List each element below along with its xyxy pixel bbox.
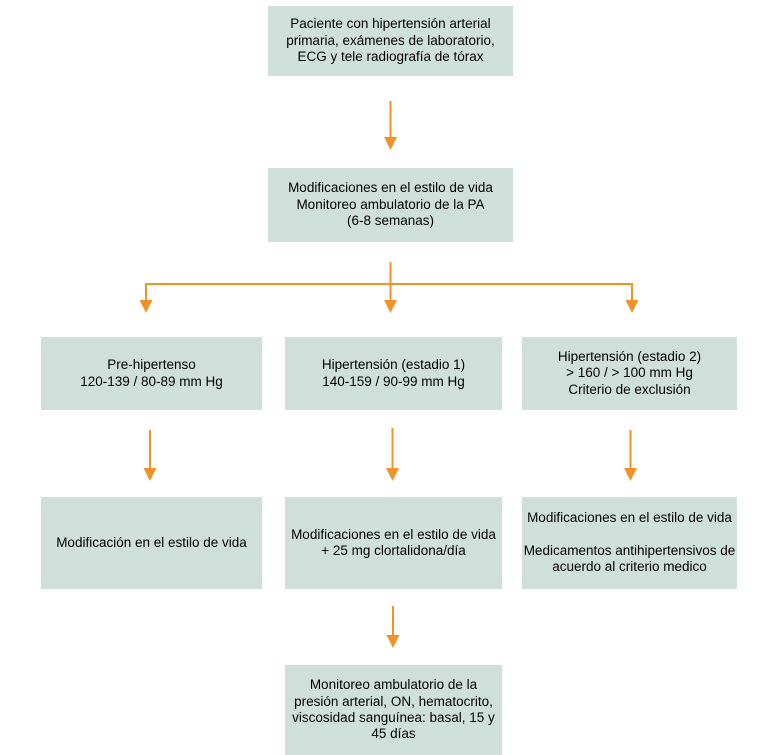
flow-node-mod-lifestyle: Modificación en el estilo de vida xyxy=(41,497,262,589)
arrow-start-to-lifestyle xyxy=(384,101,397,150)
arrow-stage1-to-mod-chlorthalidone xyxy=(386,428,399,481)
flow-node-start: Paciente con hipertensión arterial prima… xyxy=(268,6,513,76)
arrow-mod-chlorthalidone-to-monitoring xyxy=(386,606,400,648)
flow-node-prehypertension: Pre-hipertenso 120-139 / 80-89 mm Hg xyxy=(41,337,262,410)
flow-node-hypertension-stage2: Hipertensión (estadio 2) > 160 / > 100 m… xyxy=(522,337,737,410)
flow-node-lifestyle-monitoring: Modificaciones en el estilo de vida Moni… xyxy=(268,168,513,242)
arrow-prehypertension-to-mod-lifestyle xyxy=(143,430,157,481)
flow-node-hypertension-stage1: Hipertensión (estadio 1) 140-159 / 90-99… xyxy=(285,337,502,410)
flow-node-mod-chlorthalidone: Modificaciones en el estilo de vida + 25… xyxy=(285,497,502,589)
branch-connector xyxy=(139,262,639,313)
arrow-stage2-to-mod-antihypertensives xyxy=(624,430,637,481)
flow-node-final-monitoring: Monitoreo ambulatorio de la presión arte… xyxy=(285,665,502,755)
flow-node-mod-antihypertensives: Modificaciones en el estilo de vida Medi… xyxy=(522,497,737,589)
